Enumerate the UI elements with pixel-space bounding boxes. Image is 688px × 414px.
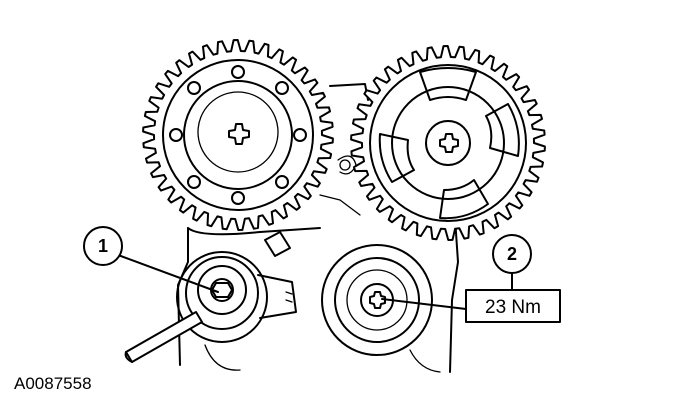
torx-bolt-icon bbox=[369, 291, 386, 309]
callout-1-label: 1 bbox=[98, 236, 108, 256]
right-sprocket-spokes bbox=[378, 67, 520, 220]
left-camshaft-sprocket bbox=[142, 39, 334, 231]
callout-1: 1 bbox=[83, 226, 219, 293]
torx-bolt-icon bbox=[439, 133, 459, 153]
left-sprocket-holes bbox=[169, 65, 307, 205]
callout-2-label: 2 bbox=[507, 244, 517, 264]
torx-bolt-icon bbox=[228, 123, 250, 145]
right-camshaft-sprocket bbox=[350, 45, 546, 241]
callout-2: 2 23 Nm bbox=[381, 234, 561, 323]
figure-reference: A0087558 bbox=[14, 374, 92, 393]
belt-tensioner bbox=[176, 251, 297, 343]
allen-key-tool bbox=[124, 311, 203, 363]
torque-spec: 23 Nm bbox=[485, 297, 541, 318]
idler-pulley bbox=[321, 244, 433, 356]
